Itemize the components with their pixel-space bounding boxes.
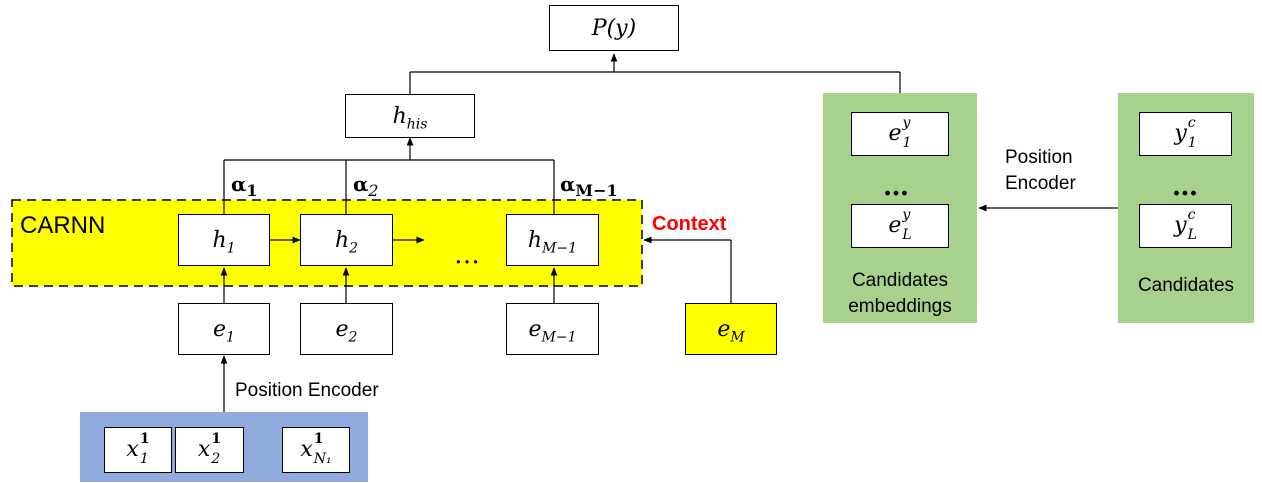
candidate-dots: … xyxy=(1172,172,1198,202)
position-encoder-label: Position Encoder xyxy=(235,380,379,401)
context-embedding: eM xyxy=(685,303,777,355)
history-state-box: hhis xyxy=(345,94,475,138)
attention-weight-m-1: αM−1 xyxy=(560,172,618,200)
context-label: Context xyxy=(652,213,727,235)
history-state-label: hhis xyxy=(392,103,428,132)
attention-weight-2: α2 xyxy=(353,172,379,200)
hidden-state-2: h2 xyxy=(300,214,393,266)
carnn-label: CARNN xyxy=(20,212,106,239)
hidden-ellipsis: … xyxy=(454,240,480,270)
output-probability-label: P(y) xyxy=(591,15,637,41)
embedding-1: e1 xyxy=(178,303,270,355)
attention-weight-1: α1 xyxy=(231,172,258,200)
embedding-m-1: eM−1 xyxy=(506,303,599,355)
hidden-state-m-1: hM−1 xyxy=(506,214,599,266)
candidates-caption: Candidates xyxy=(1137,275,1235,296)
candidate-embeddings-caption: Candidates embeddings xyxy=(848,270,952,317)
hidden-state-1: h1 xyxy=(178,214,270,266)
candidate-embedding-dots: … xyxy=(883,172,909,202)
output-probability-box: P(y) xyxy=(549,5,679,51)
position-encoder-right-label: Position Encoder xyxy=(1005,147,1076,194)
embedding-2: e2 xyxy=(300,303,393,355)
